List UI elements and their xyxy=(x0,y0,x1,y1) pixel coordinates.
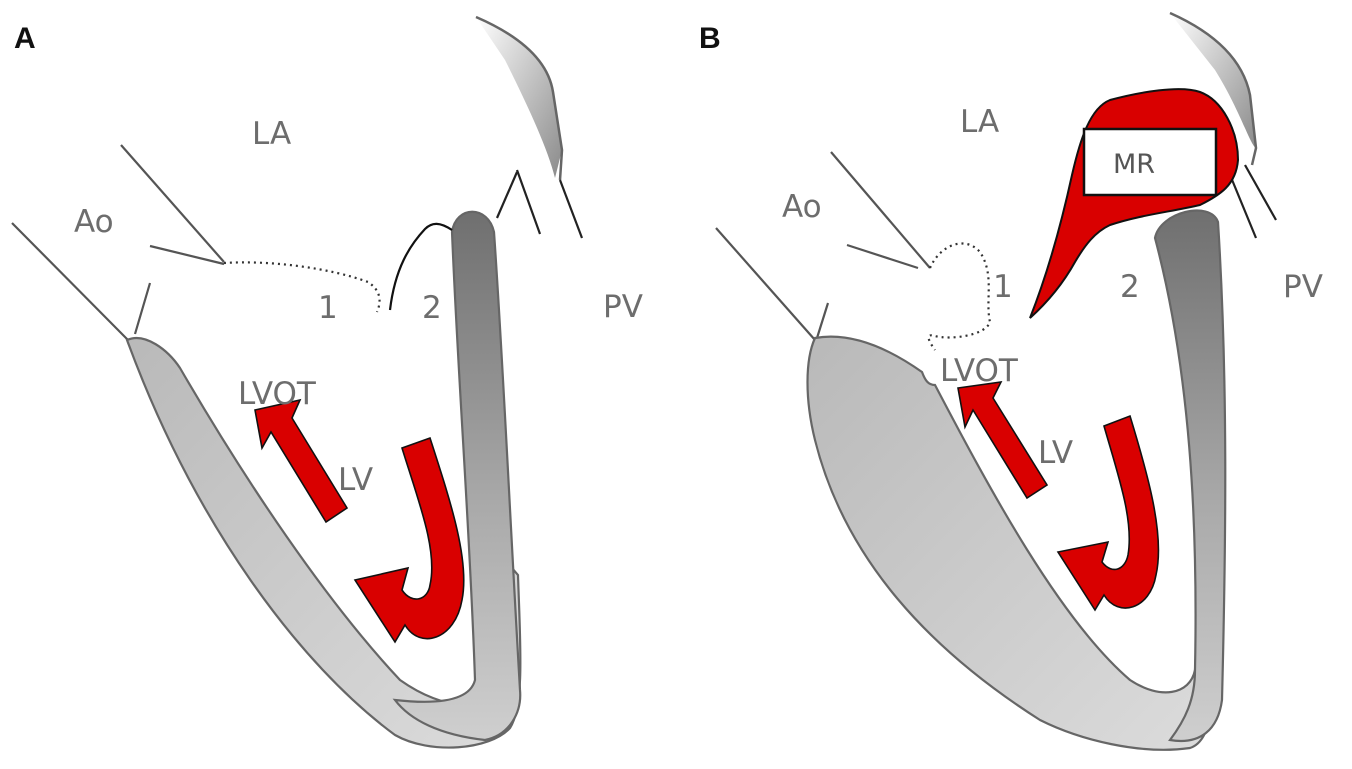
panel-a-posterior-leaflet xyxy=(390,224,452,310)
panel-b-pv-label: PV xyxy=(1283,269,1323,305)
panel-b: B MR LA Ao PV 1 xyxy=(699,13,1323,750)
panel-b-lateral-wall xyxy=(1155,211,1225,741)
lvot-outflow-arrow-icon xyxy=(255,400,347,522)
panel-a-zone-2-label: 2 xyxy=(422,290,442,326)
panel-a-ao-label: Ao xyxy=(74,204,114,240)
panel-b-mr-label: MR xyxy=(1113,149,1155,180)
panel-a-lvot-label: LVOT xyxy=(238,376,317,412)
panel-b-letter: B xyxy=(699,22,721,55)
panel-a-lv-label: LV xyxy=(338,462,373,498)
panel-b-lv-label: LV xyxy=(1038,435,1073,471)
panel-b-ao-label: Ao xyxy=(782,189,822,225)
panel-a-zone-1-label: 1 xyxy=(318,290,338,326)
panel-a: A LA Ao PV 1 2 LVOT L xyxy=(12,17,643,748)
panel-a-la-label: LA xyxy=(252,116,291,152)
panel-b-anterior-leaflet-dotted xyxy=(929,243,990,350)
panel-a-anterior-leaflet-dotted xyxy=(224,262,380,312)
panel-a-pv-label: PV xyxy=(603,289,643,325)
panel-b-lvot-label: LVOT xyxy=(940,353,1019,389)
panel-b-zone-2-label: 2 xyxy=(1120,269,1140,305)
panel-b-la-label: LA xyxy=(960,104,999,140)
panel-a-letter: A xyxy=(14,22,36,55)
panel-a-aorta-walls xyxy=(12,145,224,340)
panel-b-aorta-walls xyxy=(716,152,930,340)
panel-b-zone-1-label: 1 xyxy=(993,269,1013,305)
